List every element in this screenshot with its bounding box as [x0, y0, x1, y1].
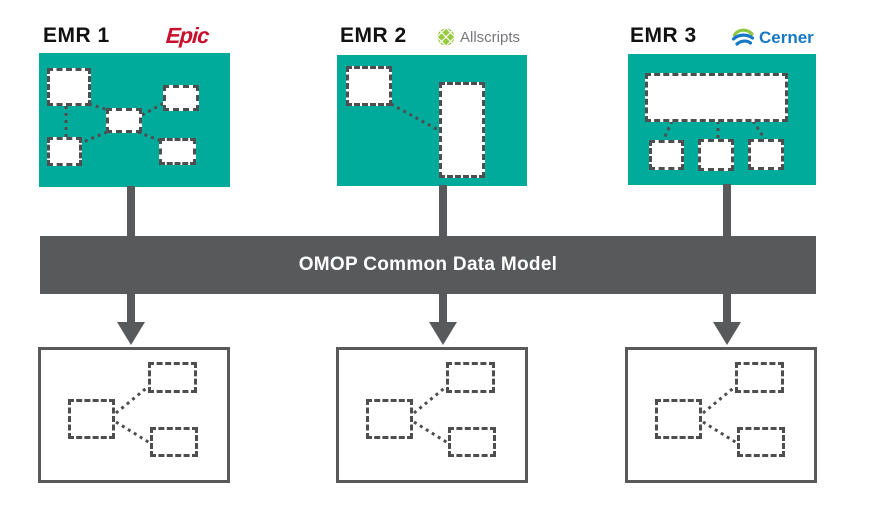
emr1-table-box	[159, 138, 196, 165]
cdm-table-box	[735, 362, 784, 393]
relation-line	[137, 130, 162, 143]
emr2-table-box	[346, 66, 392, 106]
relation-line	[413, 420, 449, 445]
down-arrow-icon	[429, 322, 457, 345]
cdm-table-box	[737, 427, 785, 457]
emr2-source-panel	[337, 55, 527, 186]
cdm-table-box	[150, 427, 198, 457]
emr2-label: EMR 2	[340, 24, 407, 47]
relation-line	[115, 420, 151, 445]
cdm-table-box	[655, 399, 702, 439]
omop-cdm-label: OMOP Common Data Model	[298, 254, 558, 275]
emr3-table-box	[698, 139, 734, 171]
emr2-to-cdm-line	[439, 185, 447, 236]
cdm-table-box	[68, 399, 115, 439]
allscripts-logo: Allscripts	[437, 28, 520, 46]
emr1-table-box	[106, 108, 142, 133]
relation-line	[702, 420, 738, 445]
emr3-to-cdm-line	[723, 184, 731, 236]
emr1-to-cdm-line	[127, 186, 135, 236]
down-arrow-icon	[117, 322, 145, 345]
cerner-wordmark: Cerner	[759, 28, 814, 47]
cdm-to-output1-shaft	[127, 294, 135, 324]
relation-line	[702, 384, 737, 415]
relation-line	[141, 101, 165, 117]
cdm-table-box	[448, 427, 496, 457]
cdm-to-output2-shaft	[439, 294, 447, 324]
allscripts-lattice-icon	[437, 28, 455, 46]
relation-line	[661, 120, 674, 142]
relation-line	[82, 130, 108, 144]
allscripts-wordmark: Allscripts	[460, 28, 521, 46]
cdm-to-output3-shaft	[723, 294, 731, 324]
standardized-output-box-3	[625, 347, 817, 483]
cdm-table-box	[446, 362, 495, 393]
emr1-table-box	[163, 85, 199, 111]
emr3-label: EMR 3	[630, 24, 697, 47]
emr3-table-box	[649, 140, 684, 170]
emr3-source-panel	[628, 54, 816, 185]
standardized-output-box-1	[38, 347, 230, 483]
emr2-table-box	[439, 82, 485, 178]
emr3-table-box	[748, 139, 784, 170]
relation-line	[413, 384, 448, 415]
down-arrow-icon	[713, 322, 741, 345]
emr1-table-box	[47, 137, 82, 166]
epic-logo: Epic	[165, 23, 210, 48]
omop-cdm-bar: OMOP Common Data Model	[40, 236, 816, 294]
emr1-source-panel	[39, 53, 230, 187]
cdm-table-box	[366, 399, 413, 439]
emr1-table-box	[47, 68, 91, 106]
relation-line	[115, 384, 150, 415]
cerner-swirl-icon	[731, 28, 755, 46]
cerner-logo: Cerner	[731, 27, 814, 48]
relation-line	[751, 120, 768, 142]
cdm-table-box	[148, 362, 197, 393]
standardized-output-box-2	[336, 347, 528, 483]
emr1-label: EMR 1	[43, 24, 110, 47]
emr3-table-box	[645, 73, 788, 122]
relation-line	[390, 102, 441, 133]
